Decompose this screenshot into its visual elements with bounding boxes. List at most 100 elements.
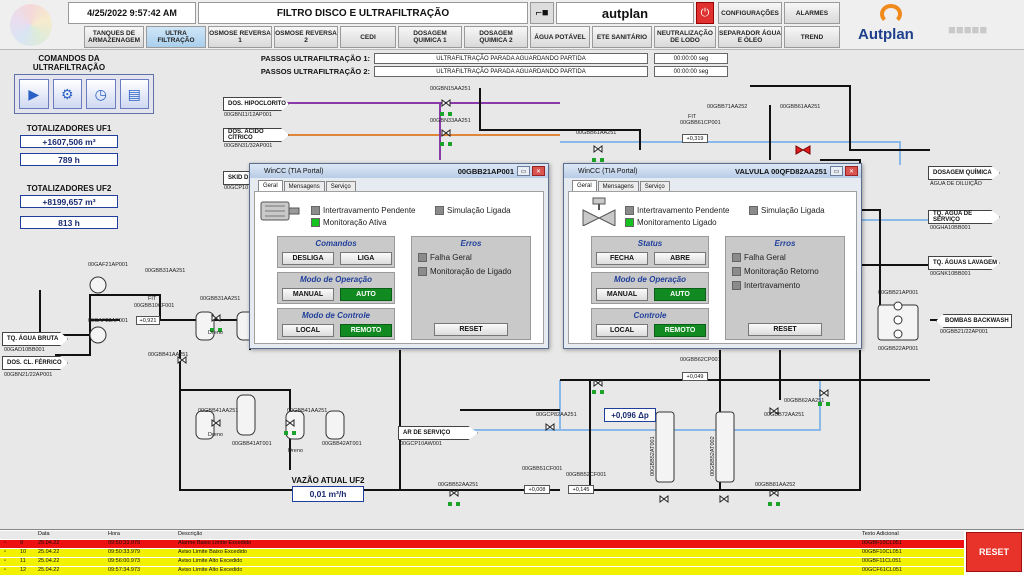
simulation-label: Simulação Ligada (761, 206, 825, 215)
nav-neutralizacao[interactable]: NEUTRALIZAÇÃO DE LODO (654, 26, 716, 48)
totalizers-uf1-title: TOTALIZADORES UF1 (26, 124, 112, 133)
restore-icon[interactable]: ▭ (830, 166, 843, 176)
nav-dosagem-2[interactable]: DOSAGEM QUIMICA 2 (464, 26, 528, 48)
reset-button[interactable]: RESET (748, 323, 822, 336)
auto-button[interactable]: AUTO (654, 288, 706, 301)
nav-ete-sanitario[interactable]: ETE SANITÁRIO (592, 26, 652, 48)
outlet-dosagem-quimica: DOSAGEM QUÍMICA (928, 166, 1000, 180)
valve-faceplate-titlebar[interactable]: WinCC (TIA Portal) VALVULA 00QFD82AA251 … (564, 164, 861, 178)
fecha-button[interactable]: FECHA (596, 252, 648, 265)
simulation-label: Simulação Ligada (447, 206, 511, 215)
play-icon[interactable]: ▶ (19, 79, 49, 109)
dp-value: +0,096 (611, 410, 636, 420)
tag-agua-diluicao: ÁGUA DE DILUIÇÃO (930, 181, 982, 187)
tab-mensagens[interactable]: Mensagens (597, 181, 639, 191)
outlet-agua-servico: TQ. ÁGUA DE SERVIÇO (928, 210, 1000, 224)
alarm-time: 09:50:33.979 (108, 540, 141, 546)
power-icon[interactable]: ⏻ (696, 2, 714, 24)
nav-cedi[interactable]: CEDI (340, 26, 396, 48)
tab-geral[interactable]: Geral (572, 180, 597, 191)
monitoring-label: Monitoramento Ligado (637, 218, 717, 227)
tag-tank-2: 00GBB42AT001 (322, 441, 362, 447)
abre-button[interactable]: ABRE (654, 252, 706, 265)
col-date: Data (38, 531, 50, 537)
tag-valve-gbb31: 00GBB31AA251 (145, 268, 186, 274)
nav-agua-potavel[interactable]: ÁGUA POTÁVEL (530, 26, 590, 48)
outlet-aguas-lavagem: TQ. ÁGUAS LAVAGEM (928, 256, 1000, 270)
valve-faceplate: WinCC (TIA Portal) VALVULA 00QFD82AA251 … (563, 163, 862, 349)
nav-configuracoes[interactable]: CONFIGURAÇÕES (718, 2, 782, 24)
alarm-time: 09:56:00.973 (108, 558, 141, 564)
tab-geral[interactable]: Geral (258, 180, 283, 191)
interlock-label: Intertravamento Pendente (323, 206, 416, 215)
nav-ultrafiltracao[interactable]: ULTRA FILTRAÇÃO (146, 26, 206, 48)
reset-button[interactable]: RESET (434, 323, 508, 336)
alarm-date: 25.04.22 (38, 567, 60, 573)
simulation-indicator (435, 206, 444, 215)
manual-button[interactable]: MANUAL (596, 288, 648, 301)
report-icon[interactable]: ▤ (119, 79, 149, 109)
errors-group-title: Erros (460, 239, 482, 248)
close-icon[interactable]: ✕ (845, 166, 858, 176)
tab-mensagens[interactable]: Mensagens (283, 181, 325, 191)
local-button[interactable]: LOCAL (596, 324, 648, 337)
pump-faceplate-tag: 00GBB21AP001 (457, 166, 514, 176)
key-icon[interactable]: ⌐■ (530, 2, 554, 24)
tag-backwash-pump: 00GBB21AP001 (878, 290, 919, 296)
tag-agua-bruta: 00GAD10BB001 (4, 347, 45, 353)
tag-uf-module-1: 00GBB52AT001 (650, 436, 656, 476)
monitoracao-indicator (418, 267, 427, 276)
tag-fit-bot2: 00GBB52CF001 (566, 472, 607, 478)
auto-button[interactable]: AUTO (340, 288, 392, 301)
alarm-time: 09:50:33.979 (108, 549, 141, 555)
errors-group: Erros Falha Geral Monitoração Retorno In… (725, 236, 845, 340)
dp-unit: Δp (638, 410, 649, 420)
dp-display: +0,096 Δp (604, 408, 656, 422)
tab-servico[interactable]: Serviço (639, 181, 670, 191)
outlet-bombas-backwash: BOMBAS BACKWASH (936, 314, 1012, 328)
manual-button[interactable]: MANUAL (282, 288, 334, 301)
error-monitoracao: Monitoração de Ligado (418, 267, 511, 276)
brand-name: Autplan (858, 26, 914, 43)
commands-group-title: Comandos (315, 239, 357, 248)
mode-group-title: Modo de Operação (299, 275, 372, 284)
nav-dosagem-1[interactable]: DOSAGEM QUIMICA 1 (398, 26, 462, 48)
alarm-reset-button[interactable]: RESET (966, 532, 1022, 572)
local-button[interactable]: LOCAL (282, 324, 334, 337)
status-group-title: Status (637, 239, 663, 248)
timer-icon[interactable]: ◷ (86, 79, 116, 109)
tag-valve-bottom-2: 00GBB81AA252 (755, 482, 796, 488)
close-icon[interactable]: ✕ (532, 166, 545, 176)
nav-alarmes[interactable]: ALARMES (784, 2, 840, 24)
alarm-date: 25.04.22 (38, 540, 60, 546)
settings-icon[interactable]: ⚙ (52, 79, 82, 109)
alarm-description: Aviso Limite Baixo Excedido (178, 549, 247, 555)
status-monitoring: Monitoramento Ligado (625, 218, 717, 227)
client-logo (10, 4, 52, 46)
liga-button[interactable]: LIGA (340, 252, 392, 265)
nav-osmose-1[interactable]: OSMOSE REVERSA 1 (208, 26, 272, 48)
simulation-indicator (749, 206, 758, 215)
remoto-button[interactable]: REMOTO (654, 324, 706, 337)
falha-geral-label: Falha Geral (744, 253, 786, 262)
tag-hipoclorito: 00GBN11/12AP001 (224, 112, 272, 118)
nav-trend[interactable]: TREND (784, 26, 840, 48)
nav-tanques[interactable]: TANQUES DE ARMAZENAGEM (84, 26, 144, 48)
restore-icon[interactable]: ▭ (517, 166, 530, 176)
monitoracao-retorno-indicator (732, 267, 741, 276)
pump-faceplate-titlebar[interactable]: WinCC (TIA Portal) 00GBB21AP001 ▭ ✕ (250, 164, 548, 178)
mode-group: Modo de Operação MANUAL AUTO (591, 272, 709, 304)
alarm-status-icon: ▫ (4, 549, 6, 555)
tab-servico[interactable]: Serviço (325, 181, 356, 191)
commands-title: COMANDOS DA ULTRAFILTRAÇÃO (32, 54, 106, 72)
pump-faceplate-tabs: Geral Mensagens Serviço (258, 180, 356, 191)
nav-separador[interactable]: SEPARADOR ÁGUA E ÓLEO (718, 26, 782, 48)
desliga-button[interactable]: DESLIGA (282, 252, 334, 265)
nav-osmose-2[interactable]: OSMOSE REVERSA 2 (274, 26, 338, 48)
remoto-button[interactable]: REMOTO (340, 324, 392, 337)
